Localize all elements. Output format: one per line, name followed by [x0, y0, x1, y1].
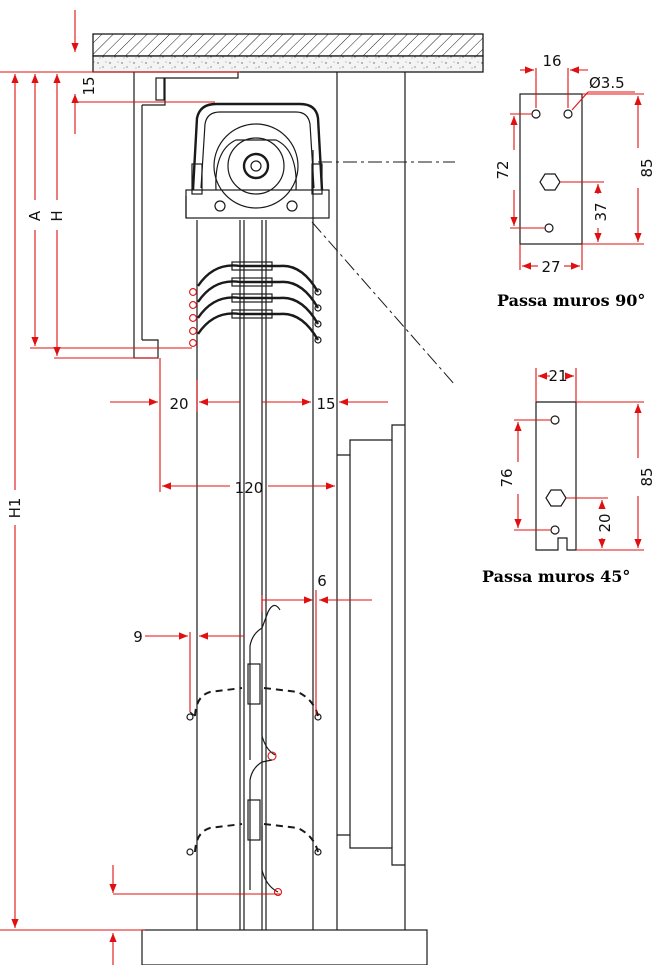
dim-right-gap-label: 15: [316, 395, 335, 413]
detail-wall-passage-45: 21 76 85 20: [498, 367, 656, 551]
floor-block: [141, 929, 428, 965]
window-frame: [337, 424, 405, 866]
dim-top-offset: 15: [71, 10, 215, 134]
dim-box-width-label: 120: [235, 479, 264, 497]
detail-wall-passage-90: 16 Ø3.5 72 85 37 27: [494, 52, 656, 276]
dim-top-offset-label: 15: [80, 76, 98, 95]
dim-slat-gap: 9: [133, 628, 244, 712]
lower-slats: [186, 604, 322, 897]
svg-text:16: 16: [542, 52, 561, 70]
svg-text:85: 85: [638, 158, 656, 177]
incline-center-line: [311, 221, 456, 386]
dim-box-width: 120: [162, 479, 335, 497]
box-cover: [133, 72, 239, 359]
dim-slat-offset-label: 6: [317, 572, 327, 590]
rolled-slats: [189, 261, 322, 347]
svg-text:20: 20: [596, 513, 614, 532]
svg-text:85: 85: [638, 467, 656, 486]
dim-left-gap-label: 20: [169, 395, 188, 413]
svg-text:27: 27: [541, 258, 560, 276]
svg-text:72: 72: [494, 160, 512, 179]
caption-45: Passa muros 45°: [482, 567, 630, 586]
dim-side-gaps: 20 15: [110, 358, 388, 492]
svg-text:76: 76: [498, 468, 516, 487]
dim-a-label: A: [26, 210, 44, 221]
dim-slat-gap-label: 9: [133, 628, 143, 646]
svg-text:21: 21: [548, 367, 567, 385]
dim-h1: H1: [6, 74, 24, 928]
dim-h: H: [48, 74, 66, 356]
caption-90: Passa muros 90°: [497, 291, 645, 310]
dim-a: A: [26, 74, 44, 346]
svg-text:Ø3.5: Ø3.5: [589, 74, 625, 92]
ceiling-slab: [92, 33, 484, 73]
guide-profiles: [196, 72, 406, 930]
dim-h1-label: H1: [6, 498, 24, 519]
svg-text:37: 37: [592, 202, 610, 221]
dim-slat-offset: 6: [261, 572, 372, 716]
roller-drum: [185, 102, 330, 219]
dim-h-label: H: [48, 210, 66, 221]
